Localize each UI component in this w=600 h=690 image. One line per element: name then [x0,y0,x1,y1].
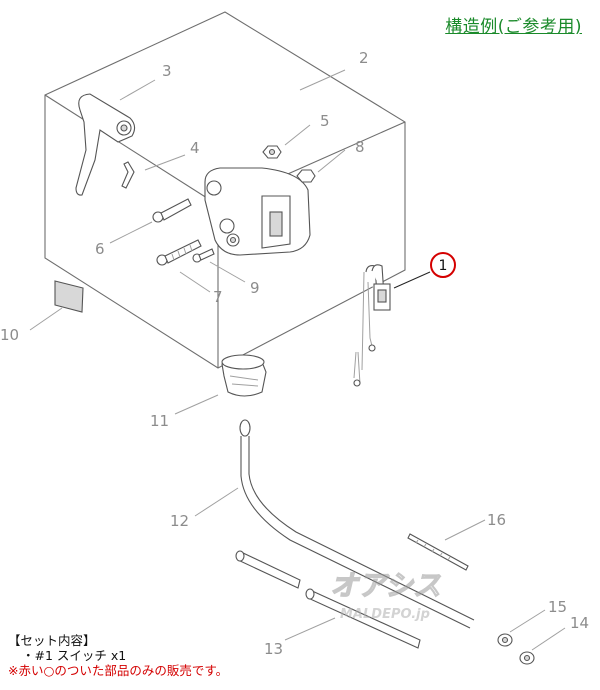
callout-16: 16 [487,511,506,529]
set-contents: 【セット内容】 ・#1 スイッチ x1 ※赤い○のついた部品のみの販売です。 [8,633,228,678]
callout-5: 5 [320,112,330,130]
threaded-screw-part [156,239,202,266]
callout-10: 10 [0,326,19,344]
highlighted-callout-1: 1 [430,252,456,278]
nut-part-14 [519,651,535,665]
switch-part-1 [353,264,391,387]
callout-14: 14 [570,614,589,632]
callout-15: 15 [548,598,567,616]
watermark-logo: オアシス [330,569,441,602]
cable-tie-part [407,533,469,571]
nut-part-8 [296,169,316,183]
callout-3: 3 [162,62,172,80]
screw-long-part [152,198,192,223]
callout-4: 4 [190,139,200,157]
callout-leaders [29,69,566,651]
callout-9: 9 [250,279,260,297]
switch-housing-part [204,167,311,256]
clip-part [121,161,135,189]
callout-11: 11 [150,412,169,430]
callout-8: 8 [355,138,365,156]
nut-part-15 [497,633,513,647]
watermark-url: MALDEPO.jp [340,607,430,622]
callout-6: 6 [95,240,105,258]
label-plate-part [54,280,84,313]
grommet-part [221,354,267,397]
set-contents-item: ・#1 スイッチ x1 [22,648,127,663]
callout-1: 1 [439,258,448,274]
callout-2: 2 [359,49,369,67]
nut-part-5 [262,145,282,159]
callout-13: 13 [264,640,283,658]
rod-part-13 [235,550,421,649]
callout-7: 7 [213,288,223,306]
sale-note: ※赤い○のついた部品のみの販売です。 [8,663,229,678]
watermark: オアシス MALDEPO.jp [329,568,441,622]
cable-conduit-part [239,419,475,629]
lever-part [75,93,136,196]
small-screw-part [192,248,215,263]
reference-note: 構造例(ご参考用) [445,17,582,37]
assembly-box [44,11,406,369]
set-contents-title: 【セット内容】 [8,633,96,648]
callout-12: 12 [170,512,189,530]
